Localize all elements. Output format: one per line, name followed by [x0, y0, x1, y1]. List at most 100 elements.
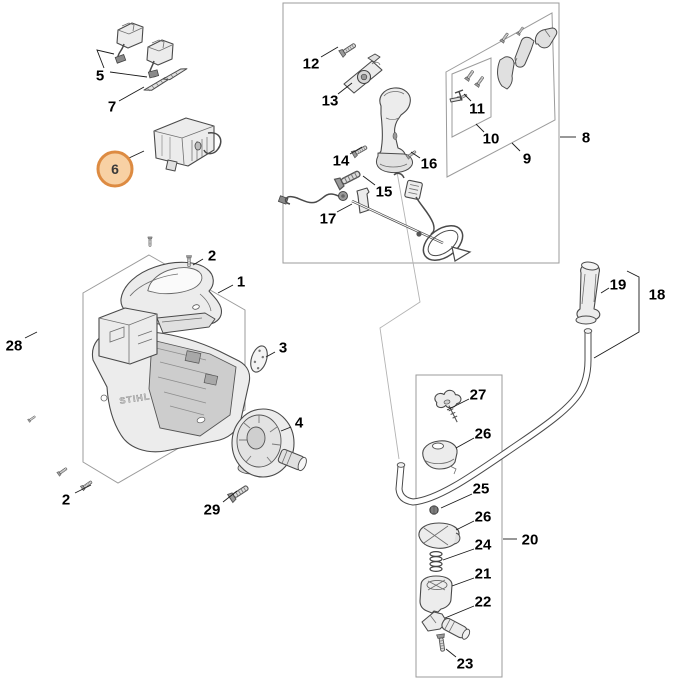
part-clamp-upper-26 — [422, 440, 458, 475]
callout-leader-22 — [444, 605, 475, 619]
callout-leader-21 — [451, 577, 475, 587]
part-top-cover — [120, 261, 222, 327]
callout-label-18[interactable]: 18 — [649, 287, 666, 304]
part-throttle-cable-17 — [277, 187, 444, 245]
callout-leader-5 — [109, 71, 148, 78]
callout-leader-7 — [118, 86, 145, 102]
part-lever-22 — [421, 611, 471, 640]
callout-label-11[interactable]: 11 — [469, 101, 485, 118]
part-wingbolt-27 — [434, 389, 462, 423]
callout-label-16[interactable]: 16 — [421, 156, 438, 173]
callout-leader-1 — [217, 284, 234, 294]
assembly-box-20 — [415, 374, 503, 678]
callout-label-4[interactable]: 4 — [295, 415, 304, 432]
assembly-frame-1 — [82, 254, 246, 484]
callout-label-26[interactable]: 26 — [475, 426, 492, 443]
callout-label-5[interactable]: 5 — [96, 68, 104, 85]
callout-leader-2 — [74, 484, 92, 494]
callout-label-9[interactable]: 9 — [523, 151, 531, 168]
part-spring-7 — [143, 68, 188, 92]
callout-label-22[interactable]: 22 — [475, 594, 492, 611]
assembly-box-8 — [282, 2, 560, 264]
part-clamp-base-21 — [419, 575, 453, 614]
callout-leader-27 — [446, 398, 470, 411]
callout-label-13[interactable]: 13 — [322, 93, 339, 110]
assembly-frame-9 — [445, 12, 556, 178]
part-switch-assembly-a — [114, 22, 144, 64]
callout-label-3[interactable]: 3 — [279, 340, 287, 357]
callout-label-14[interactable]: 14 — [333, 153, 350, 170]
callout-leader-3 — [265, 351, 276, 358]
callout-leader-12 — [320, 46, 339, 58]
callout-leader-5 — [96, 49, 115, 69]
part-plate-3 — [250, 345, 268, 373]
callout-leader-2 — [192, 258, 204, 266]
callout-label-7[interactable]: 7 — [108, 99, 116, 116]
part-screw-29 — [227, 482, 251, 503]
callout-leader-23 — [445, 648, 457, 658]
callout-label-25[interactable]: 25 — [473, 481, 490, 498]
part-screw-23 — [436, 633, 448, 653]
part-switch-assembly-b — [146, 39, 174, 79]
callout-label-28[interactable]: 28 — [6, 338, 23, 355]
callout-label-8[interactable]: 8 — [582, 130, 590, 147]
callout-leader-17 — [336, 203, 353, 213]
part-wire-harness — [393, 172, 435, 237]
part-clamp-lower-26 — [418, 522, 461, 549]
highlight-label-6[interactable]: 6 — [111, 161, 119, 177]
callout-leader-29 — [222, 490, 238, 503]
callout-leader-26 — [455, 437, 475, 449]
part-mount-28 — [98, 307, 216, 365]
callout-label-17[interactable]: 17 — [320, 211, 337, 228]
callout-label-20[interactable]: 20 — [522, 532, 539, 549]
callout-label-23[interactable]: 23 — [457, 656, 474, 673]
callout-leader-24 — [442, 548, 475, 561]
callout-label-27[interactable]: 27 — [470, 387, 487, 404]
part-loop-handle — [422, 225, 472, 262]
highlight-circle-6[interactable] — [96, 150, 134, 188]
callout-leader-15 — [362, 175, 376, 186]
callout-leader-9 — [511, 142, 521, 152]
part-gearhead-4 — [231, 408, 307, 478]
part-spring-24 — [429, 550, 443, 572]
alignment-guide-line — [379, 171, 421, 460]
callout-leader-25 — [440, 493, 473, 509]
callout-leader-13 — [337, 82, 353, 95]
part-plate-13 — [343, 53, 383, 94]
callout-label-29[interactable]: 29 — [204, 502, 221, 519]
part-screw-12 — [338, 41, 358, 58]
callout-label-2[interactable]: 2 — [208, 248, 216, 265]
part-screw-14 — [350, 143, 369, 159]
callout-leader-4 — [280, 426, 292, 432]
part-handlebar-tube — [395, 328, 593, 506]
callout-label-1[interactable]: 1 — [237, 274, 245, 291]
callout-label-12[interactable]: 12 — [303, 56, 320, 73]
part-grip-19 — [575, 261, 601, 325]
callout-leader-18 — [593, 270, 640, 359]
part-trigger-set-9 — [497, 25, 558, 90]
highlight-leader-6 — [128, 150, 145, 159]
part-fasteners-11 — [449, 69, 486, 103]
callout-leader-28 — [24, 331, 38, 339]
part-bolt-15 — [333, 167, 363, 191]
part-control-handle — [375, 87, 413, 174]
callout-label-21[interactable]: 21 — [475, 566, 492, 583]
callout-label-10[interactable]: 10 — [483, 131, 500, 148]
callout-label-15[interactable]: 15 — [376, 184, 393, 201]
callout-leader-19 — [600, 287, 610, 294]
callout-leader-11 — [463, 93, 472, 102]
group-boxes — [82, 2, 560, 678]
callout-leader-14 — [349, 146, 363, 155]
callout-label-19[interactable]: 19 — [610, 277, 627, 294]
callout-label-26[interactable]: 26 — [475, 509, 492, 526]
callout-label-2[interactable]: 2 — [62, 492, 70, 509]
assembly-frame-10 — [451, 57, 492, 138]
brand-logo-text: STIHL — [119, 391, 151, 406]
callout-leader-10 — [475, 123, 485, 133]
callout-leader-16 — [410, 151, 421, 159]
callout-leader-26 — [455, 520, 475, 531]
callout-label-24[interactable]: 24 — [475, 537, 492, 554]
